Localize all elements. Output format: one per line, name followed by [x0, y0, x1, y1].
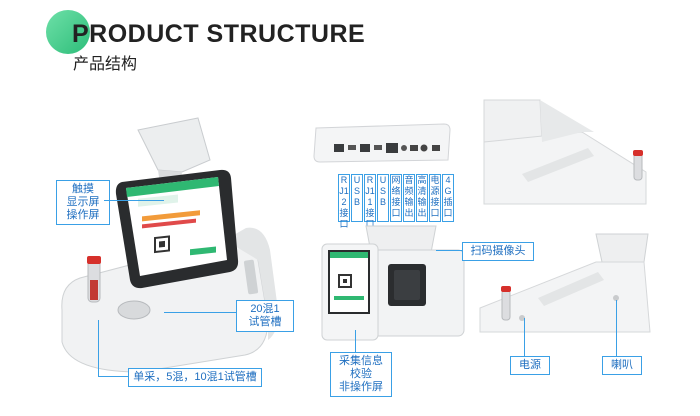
slot-20-leader-line	[164, 312, 236, 313]
bottom-leader-horizontal	[98, 376, 128, 377]
collection-screen-callout: 采集信息 校验 非操作屏	[330, 352, 392, 397]
tube-slot-20-callout: 20混1 试管槽	[236, 300, 294, 332]
bottom-leader-vertical	[98, 320, 99, 376]
port-label-audio: 音频输出	[403, 174, 415, 222]
main-device-illustration	[61, 117, 279, 373]
side-view-bottom-illustration	[479, 233, 651, 333]
page-subtitle: 产品结构	[73, 56, 138, 73]
port-label-4g: 4G插口	[442, 174, 454, 222]
port-label-usb-2: USB	[377, 174, 389, 222]
power-leader	[524, 318, 525, 356]
port-label-rj11: RJ11接口	[364, 174, 376, 229]
port-label-power: 电源接口	[429, 174, 441, 222]
speaker-leader	[616, 300, 617, 356]
back-panel-illustration	[313, 123, 451, 163]
header-decoration-circle	[46, 10, 90, 54]
bottom-slots-callout: 单采，5混，10混1试管槽	[128, 368, 262, 387]
side-view-top-illustration	[483, 99, 647, 205]
touchscreen-callout: 触摸 显示屏 操作屏	[56, 180, 110, 225]
collection-leader	[355, 330, 356, 352]
port-label-rj12: RJ12接口	[338, 174, 350, 229]
front-view-illustration	[321, 225, 465, 341]
port-label-hdmi: 高清输出	[416, 174, 428, 222]
scan-camera-leader	[436, 250, 462, 251]
port-label-network: 网络接口	[390, 174, 402, 222]
port-label-usb-1: USB	[351, 174, 363, 222]
power-callout: 电源	[510, 356, 550, 375]
scan-camera-callout: 扫码摄像头	[462, 242, 534, 261]
page-title: PRODUCT STRUCTURE	[72, 20, 366, 48]
speaker-callout: 喇叭	[602, 356, 642, 375]
touchscreen-leader-line	[104, 200, 164, 201]
